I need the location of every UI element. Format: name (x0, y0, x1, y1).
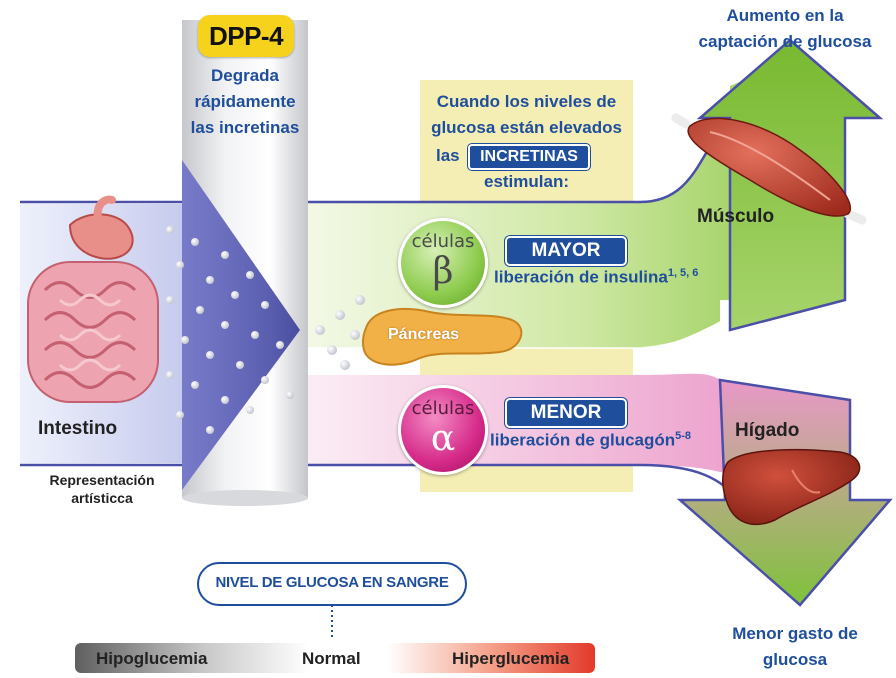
liver-label: Hígado (735, 420, 800, 441)
glucose-scale-low: Hipoglucemia (96, 649, 208, 668)
liver-outcome-line-1: Menor gasto de (732, 624, 858, 643)
dpp4-badge (198, 15, 294, 57)
alpha-cell-symbol: α (430, 418, 456, 459)
liver-illustration (722, 448, 861, 526)
middle-split-line (300, 321, 721, 349)
intestine-illustration (27, 195, 159, 403)
incretins-text-line-1: Cuando los niveles de (436, 92, 617, 111)
beta-effect-refs: 1, 5, 6 (667, 267, 699, 279)
glucose-scale-bar (75, 643, 595, 673)
alpha-effect-refs: 5-8 (675, 430, 692, 442)
glucose-scale-high: Hiperglucemia (452, 649, 570, 668)
alpha-cell-label: células (411, 398, 475, 419)
beta-effect-label: liberación de insulina (494, 267, 668, 287)
incretin-dots (166, 226, 365, 434)
pancreas-illustration (361, 308, 523, 366)
beta-cell-symbol: β (432, 251, 454, 292)
dpp4-pillar-base (182, 490, 308, 506)
alpha-cell-circle: células α (398, 385, 488, 475)
beta-cell-circle: células β (398, 218, 488, 308)
glucose-scale-normal: Normal (302, 649, 361, 668)
artistic-note-line-2: artísticca (71, 490, 133, 506)
muscle-label: Músculo (697, 206, 775, 227)
dpp4-blue-arrow (182, 160, 300, 490)
muscle-illustration (671, 113, 867, 225)
artistic-note-line-1: Representación (49, 472, 155, 488)
muscle-outcome-line-2: captación de glucosa (698, 32, 872, 51)
liver-outcome-line-2: glucosa (762, 650, 828, 669)
alpha-effect-text: liberación de glucagón5-8 (490, 430, 691, 451)
dpp4-label: DPP-4 (208, 21, 284, 51)
beta-effect-text: liberación de insulina1, 5, 6 (494, 267, 698, 288)
incretins-text-line-3-prefix: las (436, 146, 460, 165)
pancreas-label: Páncreas (388, 326, 460, 343)
dpp4-description-line-1: Degrada (210, 66, 280, 85)
intestine-label: Intestino (38, 418, 118, 439)
incretins-highlight: INCRETINAS (468, 144, 590, 170)
beta-effect-badge: MAYOR (505, 236, 627, 266)
alpha-effect-badge: MENOR (505, 398, 627, 428)
incretins-text-line-4: estimulan: (483, 172, 570, 191)
muscle-outcome-line-1: Aumento en la (726, 6, 844, 25)
dpp4-description-line-2: rápidamente (194, 92, 296, 111)
beta-cell-label: células (411, 231, 475, 252)
glucose-scale-title: NIVEL DE GLUCOSA EN SANGRE (215, 574, 449, 591)
dpp4-description-line-3: las incretinas (190, 118, 300, 137)
incretins-text-line-2: glucosa están elevados (431, 118, 622, 137)
alpha-effect-label: liberación de glucagón (490, 430, 676, 450)
